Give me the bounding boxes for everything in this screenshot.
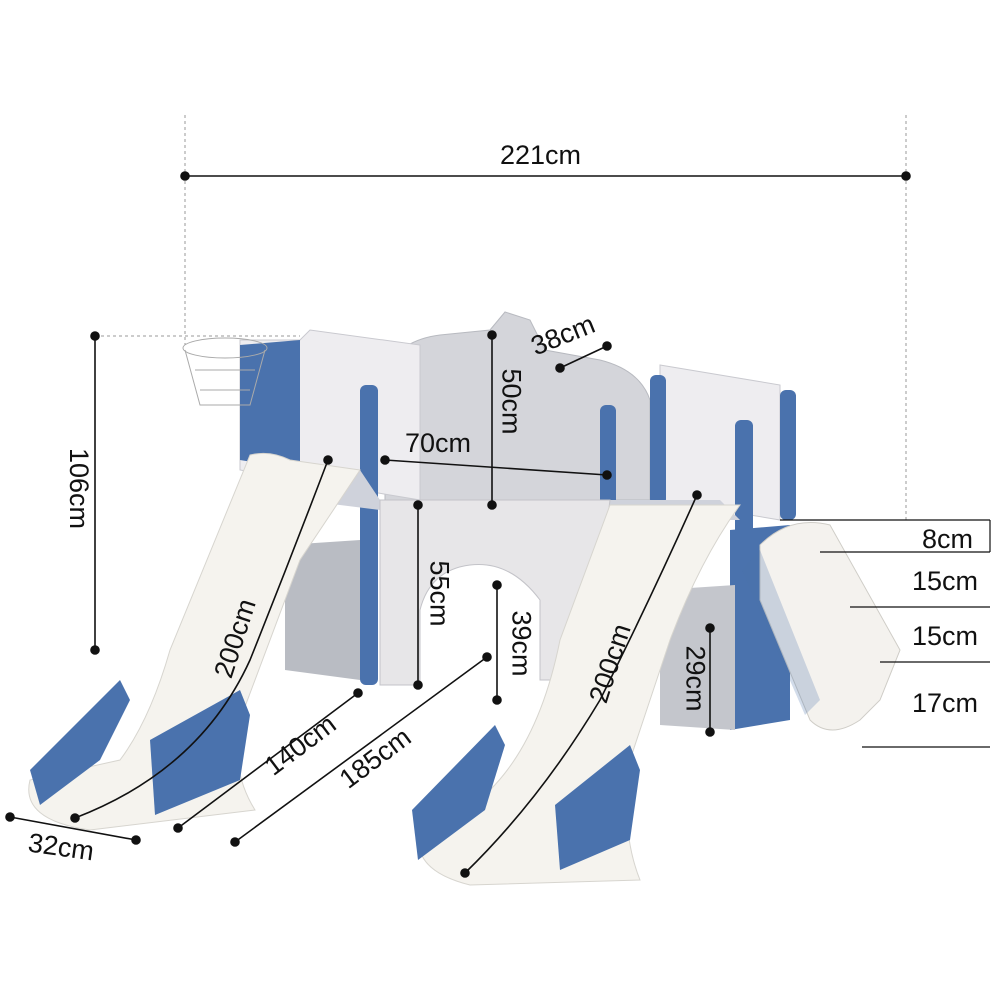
slide-right [418,504,741,886]
under-panel-left [285,540,360,680]
dim-step-4: 17cm [912,688,979,718]
under-panel-right [660,585,735,730]
guide-lines [95,115,907,520]
blue-posts [240,340,796,730]
dim-step-3: 15cm [912,621,979,651]
dim-total-width: 221cm [500,140,582,170]
castle-right-wall [659,364,781,521]
slide-left-blue-edge-2 [150,690,250,815]
dim-low-height: 29cm [680,645,711,712]
dimension-lines [5,171,991,878]
dim-step-2: 15cm [912,566,979,596]
front-arch [379,499,611,686]
dim-top-panel-height: 50cm [496,368,527,435]
dim-arch-height: 39cm [506,610,537,677]
slide-right-blue-edge-1 [412,725,505,860]
slide-right-blue-edge-2 [555,745,640,870]
dim-platform-width: 70cm [405,428,472,458]
dim-step-1: 8cm [922,524,974,554]
slide-left [28,452,361,831]
ladder-blue-rail [742,550,820,715]
basketball-hoop [182,337,268,406]
dim-height: 106cm [64,447,95,530]
ladder [759,522,901,731]
slide-left-blue-edge-1 [30,680,130,805]
dim-platform-height: 55cm [424,560,455,627]
